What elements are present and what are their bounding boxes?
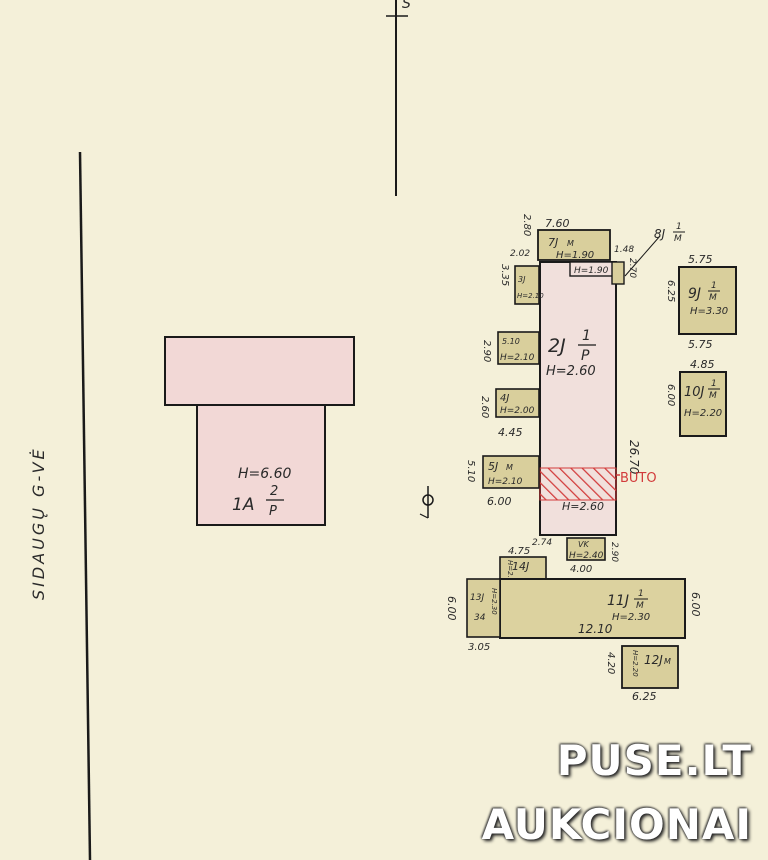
house-2-height: H=2.60 [546,364,596,379]
utility-symbol-icon [419,486,434,519]
annex-7-dim-a: 2.02 [510,249,530,259]
annex-left-4-dim: 5.10 [465,460,476,482]
annex-6-dim-a: 2.74 [532,538,552,548]
annex-9-fraction-bottom: M [709,293,717,303]
street-name: SIDAUGŲ G-VĖ [29,446,48,600]
annex-11: 11J 1 M H=2.30 12.10 6.00 [499,578,702,639]
annex-7-dim-side: 2.80 [521,214,532,236]
north-mark: S [402,0,411,12]
annex-9-dim-bottom: 5.75 [688,338,713,351]
annex-12-fraction: M [664,657,671,666]
annex-13-dim-side: 6.00 [445,596,458,621]
annex-left-1-label: 3J [518,275,526,284]
annex-13-fraction: 34 [474,613,486,623]
annex-10-fraction-top: 1 [711,379,717,389]
annex-13-dim-bottom: 3.05 [468,642,490,653]
annex-6: VK H=2.40 2.74 4.00 2.90 [532,537,619,575]
annex-9-dim-side: 6.25 [665,280,676,302]
annex-12-dim-side: 4.20 [605,652,616,674]
annex-11-fraction-top: 1 [638,589,644,599]
annex-8-fraction-bottom: M [674,234,682,244]
annex-11-height: H=2.30 [612,612,650,623]
main-house-label: 1A [232,495,254,515]
annex-left-2-label: 5.10 [502,337,520,346]
annex-left-2-dim: 2.90 [481,340,492,362]
annex-left-4-label: 5J [488,460,498,473]
annex-12-height: H=2.20 [631,650,639,677]
house-2: 2J 1 P H=2.60 H=2.60 26.70 BUTO [539,261,657,536]
annex-7-dim-top: 7.60 [545,217,570,230]
annex-6-dim-c: 2.90 [609,542,619,562]
annex-left-3: 4J H=2.00 2.60 4.45 [479,388,540,439]
annex-13-label: 13J [470,593,484,603]
annex-left-3-dim-b: 4.45 [498,426,523,439]
annex-7-height: H=1.90 [556,250,594,261]
annex-10-dim-top: 4.85 [690,358,715,371]
annex-left-4-fraction: M [506,463,513,472]
annex-left-3-label: 4J [500,393,509,404]
annex-9-label: 9J [688,286,701,302]
annex-6-label: VK [578,540,589,549]
annex-7-dim-b: 1.48 [614,245,634,255]
annex-14-height: H=2.00 [506,560,514,587]
annex-7-label: 7J [548,236,558,249]
annex-8: H=1.90 8J 1 M [569,222,685,285]
annex-14-label: 14J [512,560,529,573]
annex-left-4-dim-b: 6.00 [487,495,512,508]
main-house: H=6.60 1A 2 P [164,336,355,526]
annex-10: 4.85 10J 1 M H=2.20 6.00 [665,358,727,437]
house-2-fraction-bottom: P [581,348,590,364]
annex-left-1-height: H=2.10 [517,292,544,300]
annex-8-height: H=1.90 [574,266,609,276]
annex-14: 4.75 14J H=2.00 [499,546,547,587]
annex-left-3-height: H=2.00 [500,406,535,416]
annex-11-dim-bottom: 12.10 [578,622,613,636]
annex-12-dim-bottom: 6.25 [632,690,657,703]
street-line [78,151,92,860]
annex-9: 5.75 9J 1 M H=3.30 5.75 6.25 [665,253,737,351]
annex-9-fraction-top: 1 [711,281,717,291]
annex-10-label: 10J [684,385,705,400]
annex-13-height: H=2.30 [490,588,498,615]
annex-10-dim-side: 6.00 [665,384,676,406]
house-2-apartment-height: H=2.60 [562,500,604,513]
annex-8-fraction-top: 1 [676,222,682,232]
annex-11-fraction-bottom: M [636,601,644,611]
annex-11-dim-side: 6.00 [689,592,702,617]
annex-left-2: 5.10 H=2.10 2.90 [481,331,540,365]
annex-10-fraction-bottom: M [709,391,717,401]
watermark-line-1: PUSE.LT [556,736,752,785]
annex-12: 12J M H=2.20 4.20 6.25 [605,645,679,703]
annex-11-label: 11J [607,593,629,609]
annex-left-3-dim: 2.60 [479,396,490,418]
main-house-fraction-top: 2 [270,484,278,499]
main-house-fraction-bottom: P [269,504,277,519]
annex-10-height: H=2.20 [684,408,722,419]
annex-6-dim-b: 4.00 [570,564,592,575]
watermark-line-2: AUKCIONAI [481,800,752,849]
house-2-fraction-top: 1 [582,328,591,344]
main-house-height: H=6.60 [238,466,292,482]
annex-left-4-height: H=2.10 [488,477,523,487]
annex-7-fraction: M [567,239,574,248]
annex-14-dim: 4.75 [508,546,530,557]
annex-left-1-dim: 3.35 [499,264,510,286]
annex-13: 13J 34 H=2.30 6.00 3.05 [445,578,501,653]
house-2-length: 26.70 [627,440,641,475]
annex-12-label: 12J [644,653,663,667]
annex-8-label: 8J [654,227,666,241]
annex-left-1: 3J H=2.10 3.35 [499,264,544,305]
annex-6-height: H=2.40 [569,551,604,561]
apartment-hatch [539,467,617,501]
annex-left-2-height: H=2.10 [500,353,535,363]
house-2-label: 2J [548,335,566,357]
annex-9-height: H=3.30 [690,306,728,317]
apartment-label: BUTO [620,471,657,486]
annex-9-dim-top: 5.75 [688,253,713,266]
annex-left-4: 5J M H=2.10 5.10 6.00 [465,455,540,508]
